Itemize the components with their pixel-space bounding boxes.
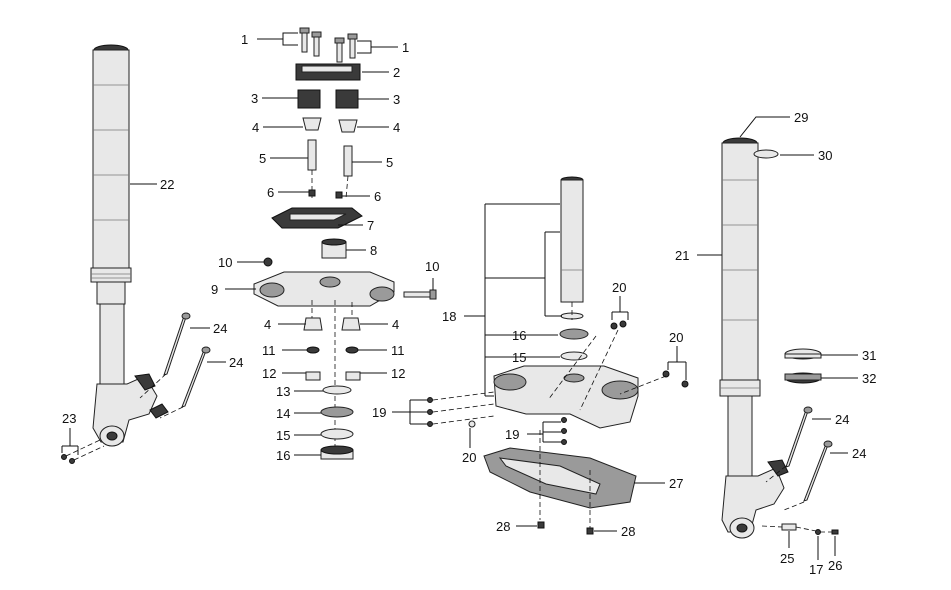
callout-6: 6 xyxy=(267,185,274,200)
callout-15: 15 xyxy=(512,350,526,365)
callout-10: 10 xyxy=(425,259,439,274)
callout-19: 19 xyxy=(372,405,386,420)
callout-4: 4 xyxy=(392,317,399,332)
callout-11: 11 xyxy=(391,343,405,358)
callout-29: 29 xyxy=(794,110,808,125)
callout-18: 18 xyxy=(442,309,456,324)
callout-3: 3 xyxy=(251,91,258,106)
callout-5: 5 xyxy=(259,151,266,166)
callout-16: 16 xyxy=(512,328,526,343)
left-pinch-bolts xyxy=(61,439,105,464)
callout-27: 27 xyxy=(669,476,683,491)
callout-19: 19 xyxy=(505,427,519,442)
callout-24: 24 xyxy=(852,446,866,461)
callout-9: 9 xyxy=(211,282,218,297)
left-fork-tube xyxy=(90,44,169,447)
callout-13: 13 xyxy=(276,384,290,399)
callout-28: 28 xyxy=(496,519,510,534)
callout-8: 8 xyxy=(370,243,377,258)
callout-labels: 1 1 2 3 3 4 4 5 5 6 6 7 8 10 10 9 4 4 11… xyxy=(62,32,876,577)
callout-20: 20 xyxy=(669,330,683,345)
left-axle-bolts xyxy=(139,312,211,419)
callout-10: 10 xyxy=(218,255,232,270)
callout-15: 15 xyxy=(276,428,290,443)
callout-26: 26 xyxy=(828,558,842,573)
callout-31: 31 xyxy=(862,348,876,363)
callout-1: 1 xyxy=(402,40,409,55)
callout-23: 23 xyxy=(62,411,76,426)
steering-stem-assembly xyxy=(427,176,689,535)
callout-30: 30 xyxy=(818,148,832,163)
callout-20: 20 xyxy=(612,280,626,295)
callout-2: 2 xyxy=(393,65,400,80)
callout-7: 7 xyxy=(367,218,374,233)
callout-17: 17 xyxy=(809,562,823,577)
callout-12: 12 xyxy=(391,366,405,381)
callout-24: 24 xyxy=(835,412,849,427)
callout-4: 4 xyxy=(393,120,400,135)
callout-28: 28 xyxy=(621,524,635,539)
callout-21: 21 xyxy=(675,248,689,263)
callout-20: 20 xyxy=(462,450,476,465)
callout-3: 3 xyxy=(393,92,400,107)
callout-16: 16 xyxy=(276,448,290,463)
callout-32: 32 xyxy=(862,371,876,386)
callout-24: 24 xyxy=(213,321,227,336)
leader-lines xyxy=(61,32,858,560)
callout-22: 22 xyxy=(160,177,174,192)
handlebar-clamp-assembly xyxy=(253,27,437,460)
callout-4: 4 xyxy=(264,317,271,332)
right-fork-tube xyxy=(719,137,789,539)
callout-12: 12 xyxy=(262,366,276,381)
callout-4: 4 xyxy=(252,120,259,135)
right-fork-small-parts xyxy=(753,149,839,535)
callout-5: 5 xyxy=(386,155,393,170)
callout-14: 14 xyxy=(276,406,290,421)
callout-25: 25 xyxy=(780,551,794,566)
callout-24: 24 xyxy=(229,355,243,370)
callout-1: 1 xyxy=(241,32,248,47)
callout-6: 6 xyxy=(374,189,381,204)
callout-11: 11 xyxy=(262,343,276,358)
